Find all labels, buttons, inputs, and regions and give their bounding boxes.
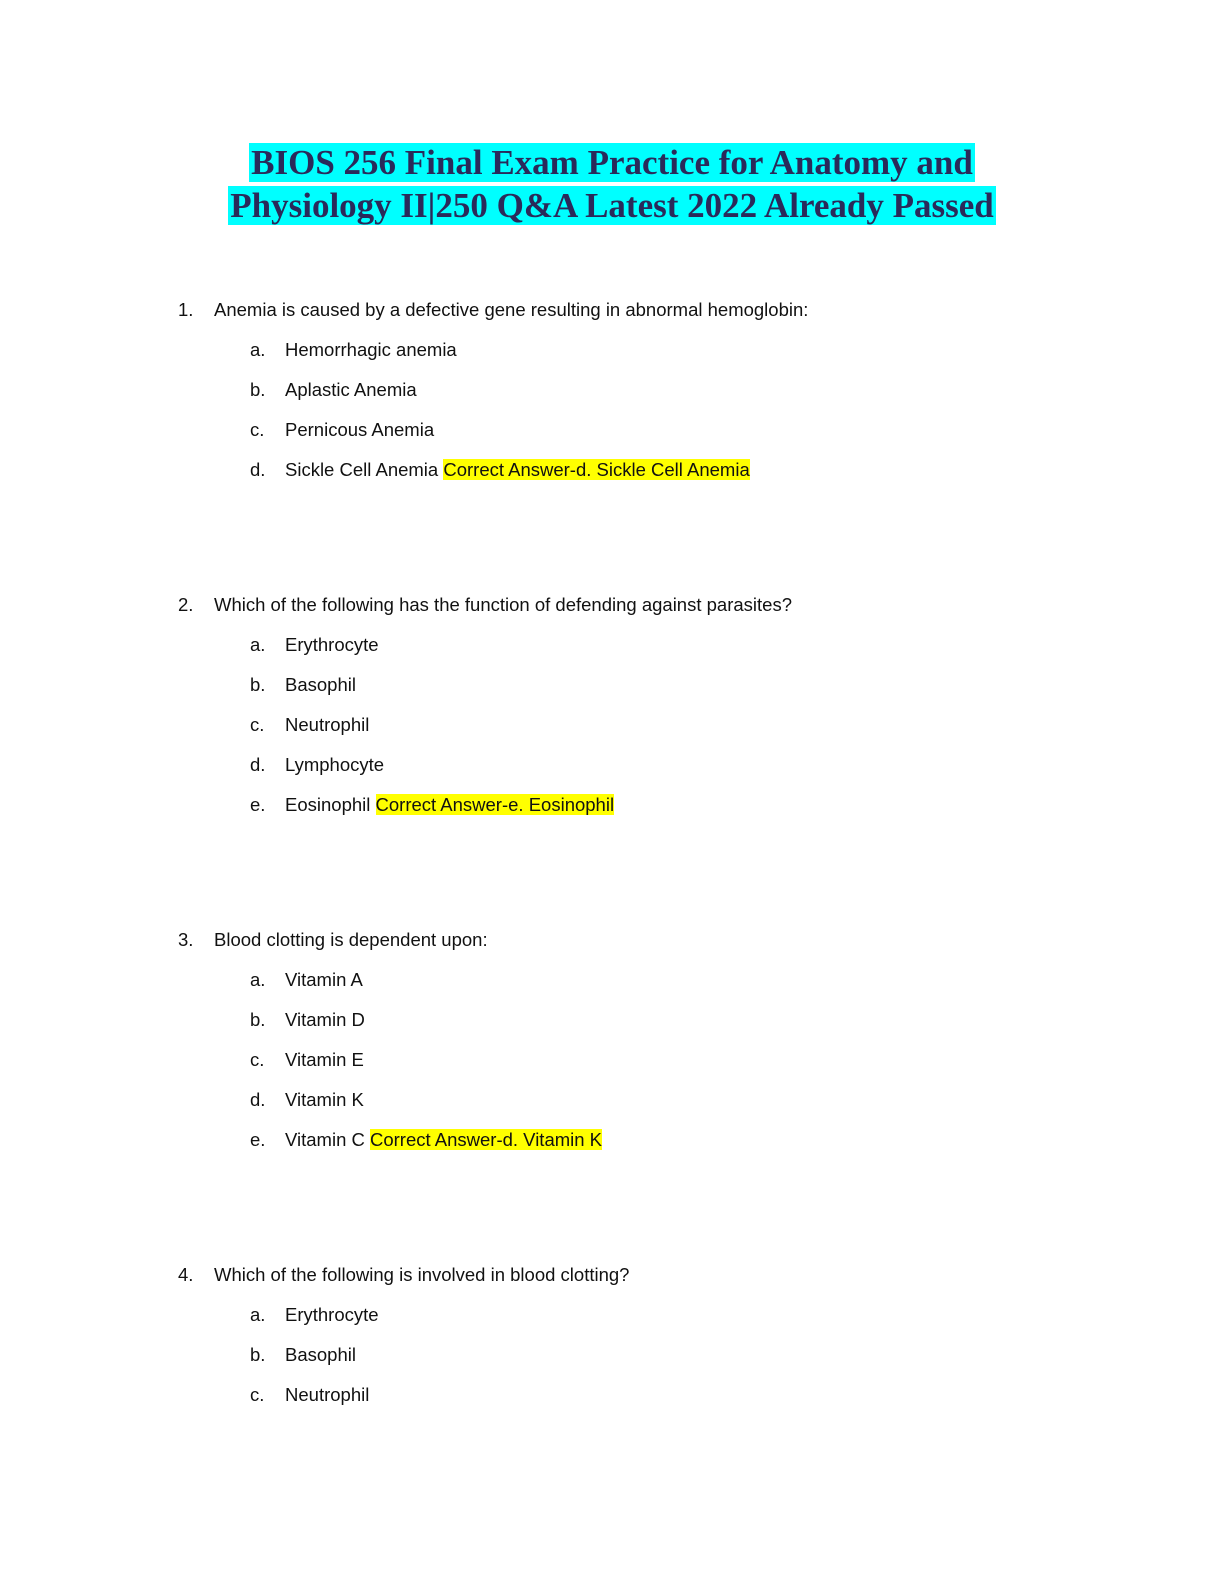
option-letter: e. [250, 1129, 266, 1150]
option-line: d. Lymphocyte [0, 745, 1224, 785]
option-line: c. Pernicous Anemia [0, 410, 1224, 450]
question-text: Blood clotting is dependent upon: [214, 929, 488, 950]
option-line: c. Vitamin E [0, 1040, 1224, 1080]
option-letter: b. [250, 674, 266, 695]
option-text: Vitamin E [285, 1049, 364, 1070]
option-text-wrap: Hemorrhagic anemia [285, 330, 457, 370]
option-letter: d. [250, 754, 266, 775]
option-text-wrap: Vitamin A [285, 960, 363, 1000]
option-text-wrap: Neutrophil [285, 705, 369, 745]
option-line: e. Vitamin C Correct Answer-d. Vitamin K [0, 1120, 1224, 1160]
option-text-wrap: Erythrocyte [285, 625, 379, 665]
option-letter: d. [250, 1089, 266, 1110]
option-text: Neutrophil [285, 1384, 370, 1405]
option-text: Pernicous Anemia [285, 419, 435, 440]
option-text-wrap: Pernicous Anemia [285, 410, 434, 450]
option-text: Lymphocyte [285, 754, 385, 775]
option-letter: a. [250, 1304, 266, 1325]
option-line: c. Neutrophil [0, 705, 1224, 745]
option-line: a. Hemorrhagic anemia [0, 330, 1224, 370]
option-line: a. Erythrocyte [0, 1295, 1224, 1335]
question-line: 3. Blood clotting is dependent upon: [0, 920, 1224, 960]
option-text: Erythrocyte [285, 634, 379, 655]
option-line: d. Sickle Cell Anemia Correct Answer-d. S… [0, 450, 1224, 490]
option-text: Vitamin K [285, 1089, 364, 1110]
option-letter: c. [250, 714, 265, 735]
title-line-2: Physiology II|250 Q&A Latest 2022 Alread… [228, 186, 996, 225]
document-title: BIOS 256 Final Exam Practice for Anatomy… [0, 141, 1224, 227]
option-letter: c. [250, 1049, 265, 1070]
option-text: Hemorrhagic anemia [285, 339, 457, 360]
option-text-wrap: Neutrophil [285, 1375, 369, 1415]
option-text-wrap: Vitamin E [285, 1040, 364, 1080]
correct-answer-highlight: Correct Answer-d. Vitamin K [370, 1129, 603, 1150]
option-text-wrap: Basophil [285, 1335, 356, 1375]
question-number: 4. [178, 1264, 194, 1285]
option-line: b. Vitamin D [0, 1000, 1224, 1040]
option-line: b. Basophil [0, 665, 1224, 705]
question-line: 2. Which of the following has the functio… [0, 585, 1224, 625]
question-number: 2. [178, 594, 194, 615]
option-line: b. Basophil [0, 1335, 1224, 1375]
option-letter: b. [250, 1344, 266, 1365]
question-item: 2. Which of the following has the functio… [0, 585, 1224, 825]
option-text-wrap: Aplastic Anemia [285, 370, 417, 410]
option-line: a. Erythrocyte [0, 625, 1224, 665]
option-letter: e. [250, 794, 266, 815]
option-letter: b. [250, 1009, 266, 1030]
option-text-wrap: Lymphocyte [285, 745, 384, 785]
option-letter: a. [250, 969, 266, 990]
option-text: Sickle Cell Anemia [285, 459, 439, 480]
question-number: 3. [178, 929, 194, 950]
question-number: 1. [178, 299, 194, 320]
question-line: 4. Which of the following is involved in … [0, 1255, 1224, 1295]
question-line: 1. Anemia is caused by a defective gene r… [0, 290, 1224, 330]
question-item: 4. Which of the following is involved in … [0, 1255, 1224, 1415]
option-letter: b. [250, 379, 266, 400]
question-text: Which of the following has the function … [214, 594, 792, 615]
option-text-wrap: Vitamin K [285, 1080, 364, 1120]
option-text: Neutrophil [285, 714, 370, 735]
option-line: d. Vitamin K [0, 1080, 1224, 1120]
option-text-wrap: Eosinophil Correct Answer-e. Eosinophil [285, 785, 615, 825]
question-text: Which of the following is involved in bl… [214, 1264, 630, 1285]
option-text-wrap: Sickle Cell Anemia Correct Answer-d. Sic… [285, 450, 750, 490]
option-text: Eosinophil [285, 794, 371, 815]
option-letter: c. [250, 419, 265, 440]
option-letter: d. [250, 459, 266, 480]
option-text: Vitamin D [285, 1009, 365, 1030]
correct-answer-highlight: Correct Answer-e. Eosinophil [375, 794, 615, 815]
option-text-wrap: Basophil [285, 665, 356, 705]
correct-answer-highlight: Correct Answer-d. Sickle Cell Anemia [443, 459, 750, 480]
option-line: b. Aplastic Anemia [0, 370, 1224, 410]
option-text: Basophil [285, 1344, 356, 1365]
option-letter: a. [250, 339, 266, 360]
option-text: Vitamin C [285, 1129, 365, 1150]
option-line: c. Neutrophil [0, 1375, 1224, 1415]
question-item: 1. Anemia is caused by a defective gene r… [0, 290, 1224, 490]
option-text: Aplastic Anemia [285, 379, 417, 400]
option-letter: a. [250, 634, 266, 655]
option-text: Vitamin A [285, 969, 363, 990]
option-line: a. Vitamin A [0, 960, 1224, 1000]
question-list: 1. Anemia is caused by a defective gene r… [0, 290, 1224, 1510]
option-text-wrap: Vitamin C Correct Answer-d. Vitamin K [285, 1120, 603, 1160]
option-letter: c. [250, 1384, 265, 1405]
question-text: Anemia is caused by a defective gene res… [214, 299, 809, 320]
title-line-1: BIOS 256 Final Exam Practice for Anatomy… [249, 143, 975, 182]
option-text: Basophil [285, 674, 356, 695]
option-line: e. Eosinophil Correct Answer-e. Eosinophi… [0, 785, 1224, 825]
option-text-wrap: Vitamin D [285, 1000, 365, 1040]
option-text-wrap: Erythrocyte [285, 1295, 379, 1335]
question-item: 3. Blood clotting is dependent upon: a. Vit… [0, 920, 1224, 1160]
option-text: Erythrocyte [285, 1304, 379, 1325]
